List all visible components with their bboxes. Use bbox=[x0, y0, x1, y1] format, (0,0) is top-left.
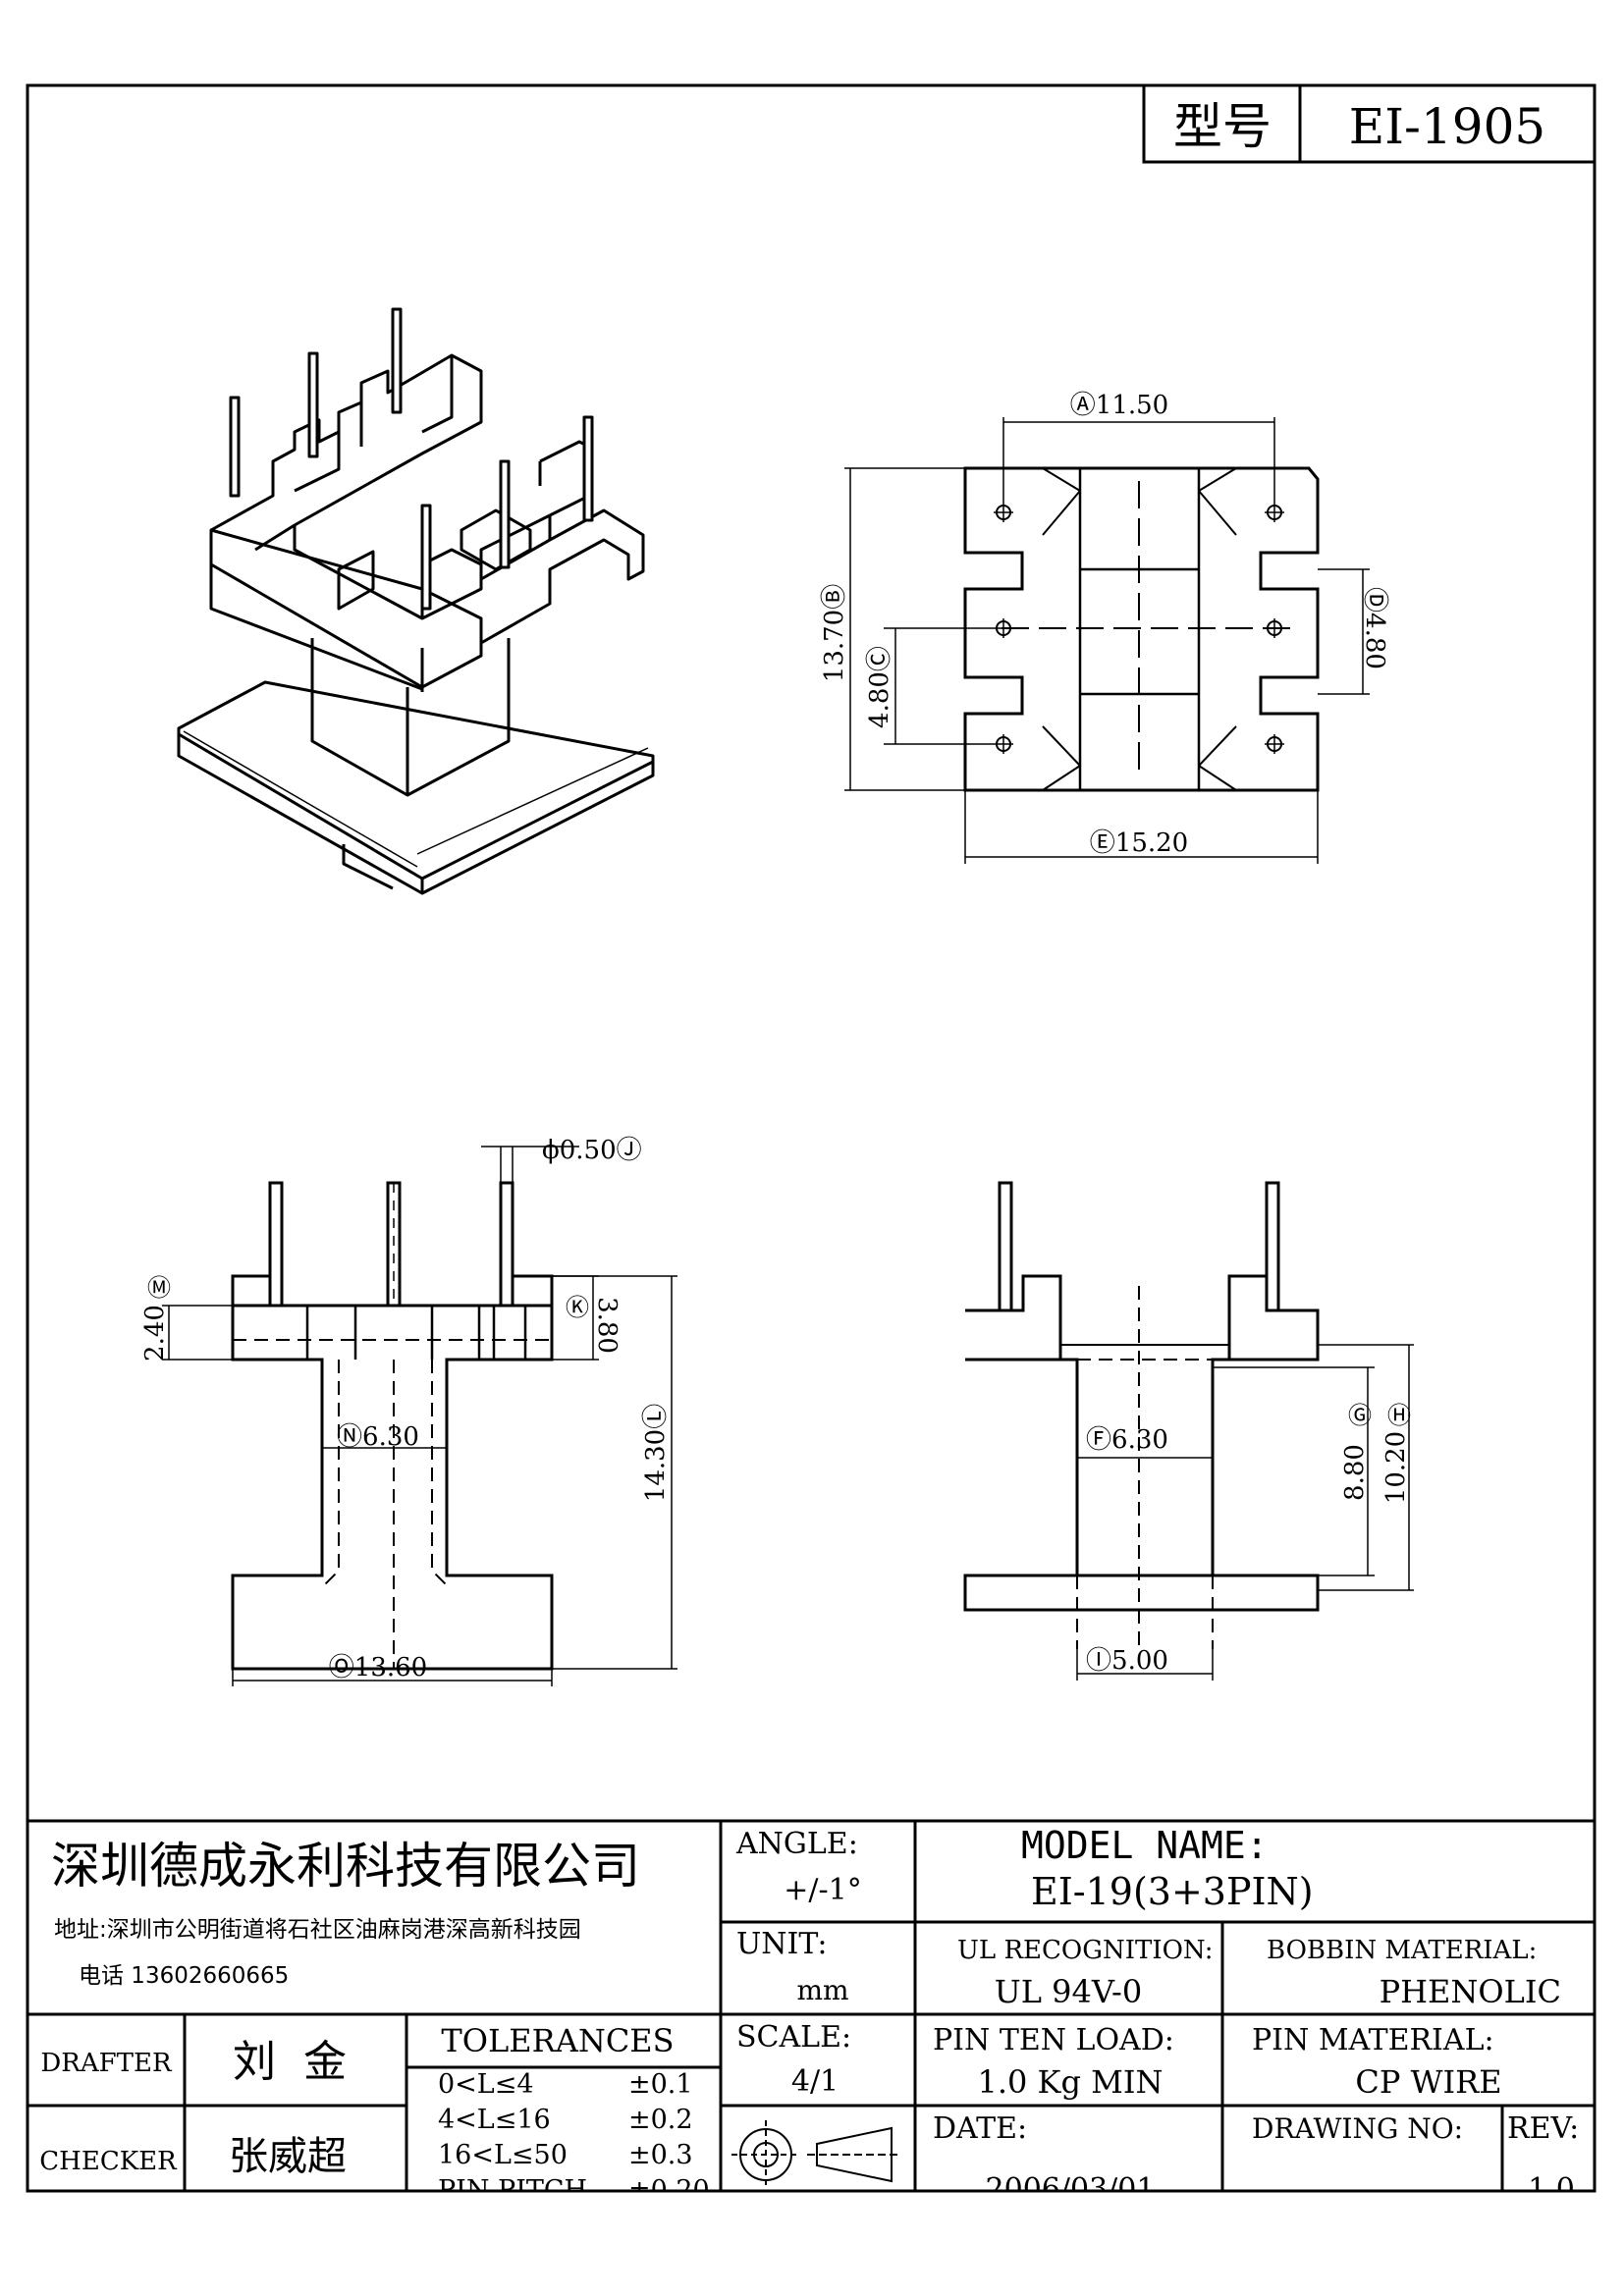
tolerance-value: ±0.1 bbox=[628, 2069, 693, 2100]
dim-n: Ⓝ6.30 bbox=[337, 1422, 419, 1452]
pin-ten-value: 1.0 Kg MIN bbox=[977, 2063, 1163, 2101]
dim-a: Ⓐ11.50 bbox=[1070, 391, 1168, 420]
isometric-view bbox=[177, 307, 655, 895]
top-view: Ⓐ11.50 13.70Ⓑ 4.80Ⓒ Ⓓ4.80 Ⓔ15.20 bbox=[820, 391, 1389, 864]
tolerance-value: ±0.20 bbox=[628, 2175, 710, 2206]
dim-c: 4.80Ⓒ bbox=[865, 646, 894, 728]
drafter-value: 刘 金 bbox=[233, 2037, 347, 2087]
tolerance-range: PIN PITCH bbox=[438, 2175, 587, 2206]
company-phone: 电话 13602660665 bbox=[79, 1963, 289, 1989]
scale-label: SCALE: bbox=[736, 2020, 851, 2055]
dim-j: ϕ0.50Ⓙ bbox=[542, 1136, 642, 1165]
tolerances-label: TOLERANCES bbox=[441, 2022, 674, 2059]
projection-symbol-icon bbox=[731, 2120, 901, 2189]
bobbin-label: BOBBIN MATERIAL: bbox=[1267, 1936, 1537, 1965]
dim-l: 14.30Ⓛ bbox=[641, 1404, 671, 1502]
dim-m-value: 2.40 bbox=[140, 1305, 170, 1362]
angle-value: +/-1° bbox=[784, 1873, 861, 1907]
tolerance-range: 4<L≤16 bbox=[438, 2105, 551, 2135]
dim-h-value: 10.20 bbox=[1381, 1431, 1411, 1504]
dim-o: Ⓞ13.60 bbox=[329, 1653, 427, 1682]
rev-label: REV: bbox=[1507, 2111, 1579, 2146]
company-address: 地址:深圳市公明街道将石社区油麻岗港深高新科技园 bbox=[54, 1917, 581, 1943]
dim-h-label: Ⓗ bbox=[1387, 1402, 1411, 1429]
company-name: 深圳德成永利科技有限公司 bbox=[51, 1838, 640, 1895]
tolerance-value: ±0.3 bbox=[628, 2140, 693, 2170]
tolerance-range: 16<L≤50 bbox=[438, 2140, 568, 2170]
drawing-no-label: DRAWING NO: bbox=[1252, 2112, 1463, 2145]
checker-label: CHECKER bbox=[39, 2147, 178, 2176]
sheet-border bbox=[26, 83, 1597, 2193]
ul-value: UL 94V-0 bbox=[995, 1973, 1142, 2010]
pin-material-value: CP WIRE bbox=[1355, 2063, 1501, 2101]
dim-g-value: 8.80 bbox=[1340, 1444, 1370, 1501]
ul-label: UL RECOGNITION: bbox=[957, 1936, 1214, 1965]
pin-material-label: PIN MATERIAL: bbox=[1252, 2023, 1494, 2057]
dim-f: Ⓕ6.30 bbox=[1086, 1425, 1168, 1455]
model-name-label: MODEL NAME: bbox=[1021, 1824, 1269, 1867]
dim-e: Ⓔ15.20 bbox=[1090, 828, 1188, 858]
unit-value: mm bbox=[796, 1974, 848, 2006]
date-value: 2006/03/01 bbox=[986, 2172, 1156, 2207]
bobbin-value: PHENOLIC bbox=[1380, 1973, 1561, 2010]
pin-ten-label: PIN TEN LOAD: bbox=[933, 2023, 1174, 2057]
dim-g-label: Ⓖ bbox=[1348, 1402, 1372, 1429]
tolerance-value: ±0.2 bbox=[628, 2105, 693, 2135]
model-name-value: EI-19(3+3PIN) bbox=[1031, 1870, 1314, 1913]
tolerance-range: 0<L≤4 bbox=[438, 2069, 534, 2100]
dim-d: Ⓓ4.80 bbox=[1360, 587, 1389, 669]
front-view: ϕ0.50Ⓙ Ⓜ 2.40 Ⓚ 3.80 14.30Ⓛ Ⓝ6.30 Ⓞ13.60 bbox=[140, 1136, 677, 1686]
dim-i: Ⓘ5.00 bbox=[1086, 1646, 1168, 1676]
dim-k-label: Ⓚ bbox=[566, 1294, 589, 1321]
unit-label: UNIT: bbox=[736, 1927, 827, 1961]
title-box-label: 型号 bbox=[1173, 98, 1272, 155]
scale-value: 4/1 bbox=[791, 2064, 839, 2099]
dim-b: 13.70Ⓑ bbox=[820, 584, 849, 682]
side-view: Ⓕ6.30 Ⓖ 8.80 Ⓗ 10.20 Ⓘ5.00 bbox=[963, 1181, 1414, 1681]
drafter-label: DRAFTER bbox=[40, 2049, 173, 2078]
dim-k-value: 3.80 bbox=[592, 1297, 622, 1354]
angle-label: ANGLE: bbox=[735, 1827, 858, 1861]
title-box-model: EI-1905 bbox=[1349, 98, 1545, 155]
dim-m-label: Ⓜ bbox=[147, 1274, 171, 1302]
title-block: 深圳德成永利科技有限公司 地址:深圳市公明街道将石社区油麻岗港深高新科技园 电话… bbox=[27, 1819, 1595, 2207]
checker-value: 张威超 bbox=[229, 2134, 347, 2179]
date-label: DATE: bbox=[933, 2111, 1027, 2146]
rev-value: 1.0 bbox=[1528, 2172, 1575, 2207]
title-box: 型号 EI-1905 bbox=[1142, 83, 1597, 164]
